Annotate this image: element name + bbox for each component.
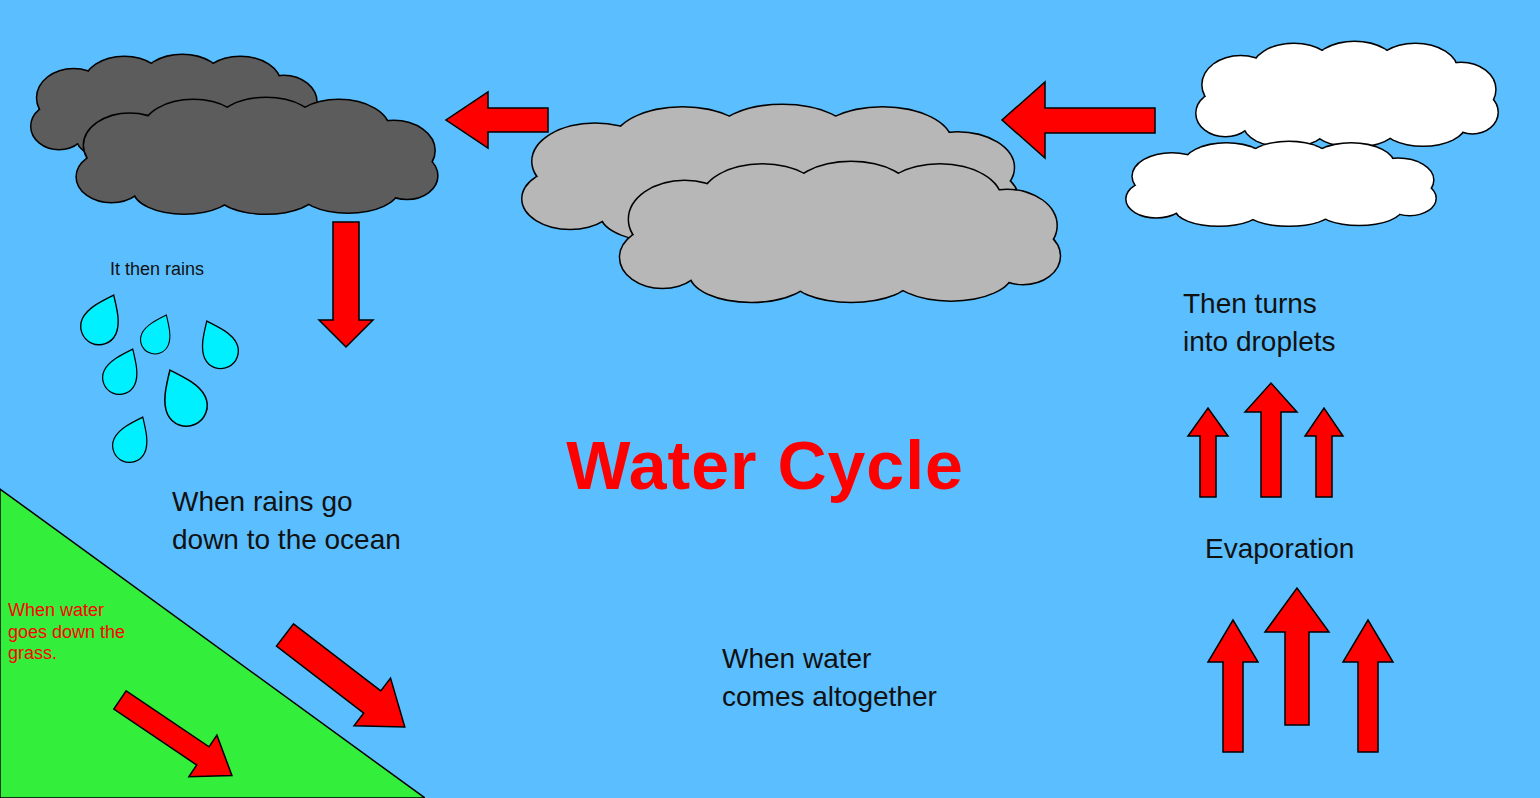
flow-arrow — [319, 222, 373, 347]
rain-cloud — [31, 55, 437, 214]
step-label: When water comes altogether — [722, 640, 947, 716]
raindrop — [75, 287, 131, 350]
grass-area — [0, 489, 425, 798]
grass-note: When water goes down the grass. — [8, 600, 138, 665]
flow-arrow — [1188, 408, 1228, 497]
raindrop — [136, 309, 180, 359]
flow-arrow — [1245, 383, 1297, 497]
flow-arrow — [1265, 588, 1329, 725]
flow-arrow — [446, 92, 548, 148]
raindrop — [191, 314, 244, 375]
flow-arrow — [106, 679, 246, 796]
step-label: It then rains — [110, 259, 204, 281]
step-label: Then turns into droplets — [1183, 285, 1368, 361]
raindrop — [107, 410, 158, 468]
step-label: When rains go down to the ocean — [172, 483, 417, 559]
diagram-title: Water Cycle — [480, 428, 1050, 503]
flow-arrow — [1208, 620, 1258, 752]
raindrop — [97, 342, 148, 400]
grey-cloud — [523, 105, 1060, 302]
white-cloud — [1127, 42, 1498, 226]
step-label: Evaporation — [1205, 530, 1354, 568]
flow-arrow — [1343, 620, 1393, 752]
flow-arrow — [1002, 82, 1155, 158]
raindrop — [151, 361, 214, 433]
flow-arrow — [1305, 408, 1343, 497]
